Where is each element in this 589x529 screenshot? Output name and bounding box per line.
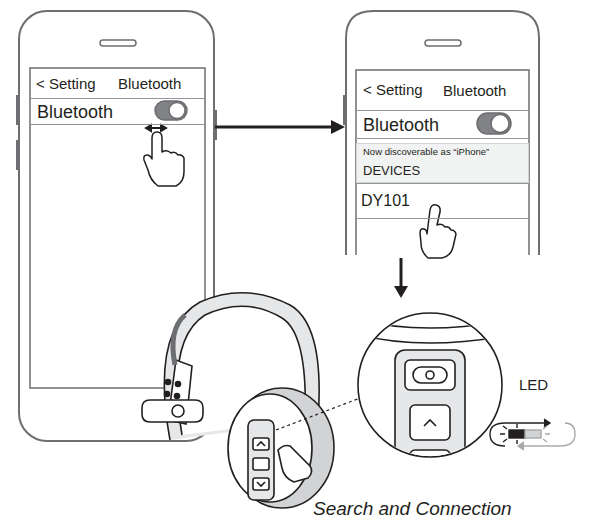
screen-text: Bluetooth — [363, 116, 439, 136]
screen-text: Now discoverable as “iPhone” — [363, 147, 489, 157]
flow-arrow — [215, 120, 345, 134]
screen-text: Bluetooth — [37, 103, 113, 123]
screen-text: DEVICES — [363, 164, 420, 178]
phone-screen: < SettingBluetoothBluetoothNow discovera… — [345, 10, 541, 255]
screen-text: < Setting — [36, 76, 96, 93]
settings-row: Bluetooth — [30, 98, 205, 125]
settings-row: DY101 — [356, 183, 529, 219]
settings-row: Now discoverable as “iPhone” DEVICES — [356, 143, 529, 183]
settings-row: Bluetooth — [356, 110, 529, 139]
screen-text: < Setting — [363, 82, 423, 99]
screen-text: DY101 — [361, 192, 410, 210]
led-label: LED — [519, 376, 548, 393]
screen-text: Bluetooth — [443, 83, 506, 100]
screen-text: Bluetooth — [118, 76, 181, 93]
phone-screen: < SettingBluetoothBluetooth — [18, 10, 215, 442]
caption: Search and Connection — [313, 498, 512, 520]
